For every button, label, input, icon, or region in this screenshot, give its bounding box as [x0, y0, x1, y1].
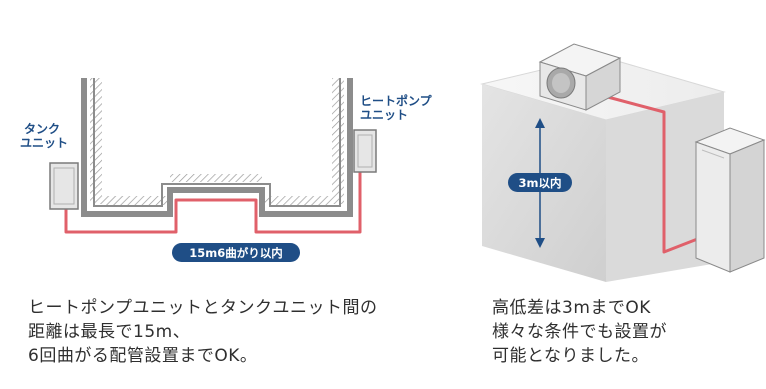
building-wall: [81, 78, 353, 217]
tank-unit: [49, 162, 79, 210]
caption-left-line: ヒートポンプユニットとタンクユニット間の: [28, 298, 378, 318]
caption-left-line: 6回曲がる配管設置までOK。: [28, 346, 258, 366]
left-diagram: タンク ユニット ヒートポンプ ユニット 15m6曲がり以内: [20, 78, 436, 262]
right-diagram: 3m以内: [480, 43, 766, 282]
connecting-pipe: [64, 168, 362, 234]
caption-left: ヒートポンプユニットとタンクユニット間の 距離は最長で15m、 6回曲がる配管設…: [28, 296, 378, 368]
heat-pump-unit: [353, 129, 377, 173]
right-connecting-pipe: [603, 94, 701, 254]
caption-right-line: 様々な条件でも設置が: [492, 322, 667, 342]
caption-left-line: 距離は最長で15m、: [28, 322, 191, 342]
caption-right: 高低差は3mまでOK 様々な条件でも設置が 可能となりました。: [492, 296, 667, 368]
height-badge: 3m以内: [508, 173, 572, 192]
caption-right-line: 高低差は3mまでOK: [492, 298, 651, 318]
building-wall-inner: [93, 78, 341, 207]
heat-pump-unit-label: ヒートポンプ ユニット: [360, 93, 436, 122]
height-badge-text: 3m以内: [519, 176, 562, 190]
caption-right-line: 可能となりました。: [492, 346, 649, 366]
pipe-length-badge: 15m6曲がり以内: [172, 243, 300, 262]
ground-tank-unit: [694, 127, 766, 273]
tank-unit-label: タンク ユニット: [20, 122, 68, 150]
pipe-length-text: 15m6曲がり以内: [189, 246, 283, 260]
rooftop-heat-pump: [538, 43, 622, 111]
ground-hatching: [90, 78, 344, 205]
